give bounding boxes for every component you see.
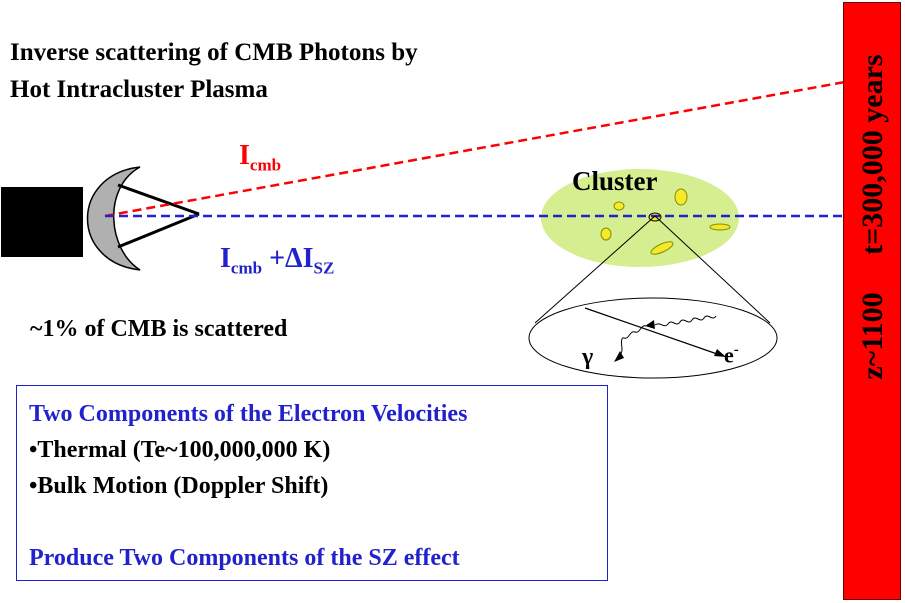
info-box-item-bulk-motion: •Bulk Motion (Doppler Shift) bbox=[29, 473, 329, 499]
time-bar: z~1100 t=300,000 years bbox=[843, 2, 901, 600]
time-bar-time: t=300,000 years bbox=[856, 54, 889, 255]
blue-beam-label-delta: ΔI bbox=[285, 243, 314, 274]
cluster-galaxy bbox=[600, 227, 612, 241]
gamma-label: γ bbox=[582, 344, 594, 370]
dish-strut-bottom bbox=[117, 212, 200, 249]
info-box: Two Components of the Electron Velocitie… bbox=[16, 385, 608, 581]
blue-beam-label-plus: + bbox=[269, 243, 286, 274]
telescope-icon bbox=[1, 187, 83, 257]
info-box-item-thermal: •Thermal (Te~100,000,000 K) bbox=[29, 437, 331, 463]
cluster-galaxy bbox=[650, 241, 674, 255]
electron-label: e- bbox=[724, 342, 739, 368]
scattered-note: ~1% of CMB is scattered bbox=[30, 316, 288, 342]
blue-beam-label: Icmb +ΔISZ bbox=[220, 243, 334, 279]
electron-label-charge: - bbox=[733, 342, 739, 358]
red-beam-label-main: I bbox=[239, 140, 250, 171]
zoom-cone-right bbox=[654, 215, 771, 324]
cluster-icon bbox=[541, 169, 739, 267]
page-title: Inverse scattering of CMB Photons by Hot… bbox=[10, 34, 418, 108]
zoom-ellipse bbox=[528, 297, 778, 379]
electron-arrowhead bbox=[714, 349, 726, 357]
cluster-galaxy bbox=[613, 201, 625, 211]
info-box-heading: Two Components of the Electron Velocitie… bbox=[29, 401, 468, 427]
cluster-galaxy bbox=[674, 188, 688, 206]
electron-label-symbol: e bbox=[724, 342, 734, 368]
zoom-cone-left bbox=[534, 215, 656, 324]
electron-path bbox=[584, 307, 721, 356]
time-bar-redshift: z~1100 bbox=[856, 292, 889, 380]
cluster-galaxy bbox=[709, 223, 731, 231]
gamma-photon-path bbox=[616, 325, 647, 360]
title-line-2: Hot Intracluster Plasma bbox=[10, 76, 268, 103]
red-beam-label: Icmb bbox=[239, 140, 281, 176]
title-line-1: Inverse scattering of CMB Photons by bbox=[10, 39, 418, 66]
info-box-footer: Produce Two Components of the SZ effect bbox=[29, 545, 460, 571]
incoming-photon-arrowhead bbox=[645, 320, 655, 329]
gamma-arrowhead bbox=[614, 351, 624, 362]
cluster-label: Cluster bbox=[572, 166, 658, 196]
dish-icon bbox=[86, 166, 141, 271]
blue-beam-label-sz: SZ bbox=[313, 258, 335, 278]
dish-strut-top bbox=[117, 183, 200, 216]
blue-beam-label-sub: cmb bbox=[230, 258, 263, 278]
time-bar-text: z~1100 t=300,000 years bbox=[856, 54, 890, 379]
red-beam-label-sub: cmb bbox=[249, 155, 282, 175]
blue-beam-label-main: I bbox=[220, 243, 231, 274]
incoming-photon-path bbox=[654, 315, 717, 327]
